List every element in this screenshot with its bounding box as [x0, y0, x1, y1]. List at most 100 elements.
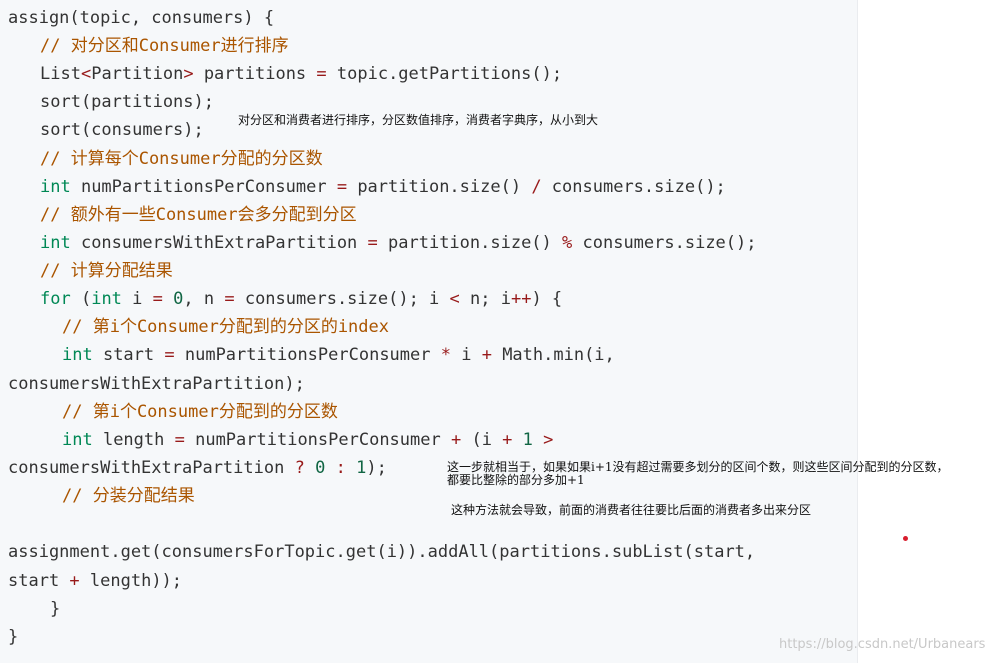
code-line: consumersWithExtraPartition ? 0 : 1); [8, 457, 387, 479]
code-line: // 第i个Consumer分配到的分区数 [62, 401, 338, 423]
code-token: = [174, 430, 185, 450]
code-line: } [50, 598, 60, 620]
code-token: = [152, 289, 163, 309]
code-token: < [80, 64, 92, 84]
code-token: // 计算分配结果 [40, 261, 173, 281]
result-annotation: 这种方法就会导致，前面的消费者往往要比后面的消费者多出来分区 [451, 503, 812, 517]
code-token: > [183, 64, 194, 84]
code-token: ( [70, 289, 92, 309]
code-token: = [336, 177, 348, 197]
code-line: sort(consumers); [40, 119, 204, 141]
code-token: sort(consumers); [40, 120, 204, 140]
code-line: // 第i个Consumer分配到的分区的index [62, 316, 389, 338]
code-token: = [316, 64, 327, 84]
code-line: } [8, 626, 18, 648]
code-token: Partition [91, 64, 184, 84]
code-token: = [367, 233, 378, 253]
code-token: , n [183, 289, 225, 309]
code-token: assignment.get(consumersForTopic.get(i))… [8, 542, 756, 562]
code-token: i [121, 289, 153, 309]
code-token: sort(partitions); [40, 92, 214, 112]
code-token: + [69, 571, 80, 591]
code-line: consumersWithExtraPartition); [8, 373, 305, 395]
code-token: 1 [522, 430, 533, 450]
code-token: // 计算每个Consumer分配的分区数 [40, 149, 323, 169]
code-token: consumersWithExtraPartition [8, 458, 295, 478]
code-token: 0 [315, 458, 326, 478]
code-token: length [92, 430, 175, 450]
code-token: partition.size() [377, 233, 563, 253]
code-token [533, 430, 543, 450]
code-token: n; i [459, 289, 511, 309]
code-token: int [91, 289, 122, 309]
length-annotation-line-2: 都要比整除的部分多加+1 [447, 473, 585, 487]
code-token: numPartitionsPerConsumer [184, 430, 451, 450]
code-token: // 分装分配结果 [62, 486, 195, 506]
code-token: consumersWithExtraPartition [70, 233, 368, 253]
code-line: int length = numPartitionsPerConsumer + … [62, 429, 553, 451]
code-token: // 额外有一些Consumer会多分配到分区 [40, 205, 357, 225]
code-token: topic.getPartitions(); [326, 64, 563, 84]
code-token: start [8, 571, 70, 591]
code-line: int consumersWithExtraPartition = partit… [40, 232, 757, 254]
code-line: // 计算每个Consumer分配的分区数 [40, 148, 323, 170]
code-line: for (int i = 0, n = consumers.size(); i … [40, 288, 562, 310]
code-token: 1 [356, 458, 367, 478]
code-token: ); [366, 458, 387, 478]
code-token: > [543, 430, 554, 450]
code-token: } [8, 627, 19, 647]
code-line: List<Partition> partitions = topic.getPa… [40, 63, 562, 85]
code-line: assignment.get(consumersForTopic.get(i))… [8, 541, 755, 563]
code-token [163, 289, 173, 309]
code-token: for [40, 289, 71, 309]
code-token: ? [294, 458, 305, 478]
code-token: partition.size() [347, 177, 532, 197]
code-block: assign(topic, consumers) { // 对分区和Consume… [8, 0, 858, 663]
code-token: ) { [531, 289, 563, 309]
code-token: consumersWithExtraPartition); [8, 374, 305, 394]
code-token [512, 430, 522, 450]
code-token: partitions [193, 64, 317, 84]
code-token: } [50, 599, 61, 619]
code-token: int [62, 430, 93, 450]
code-line: int numPartitionsPerConsumer = partition… [40, 176, 726, 198]
code-token: numPartitionsPerConsumer [174, 345, 441, 365]
code-token: * [440, 345, 451, 365]
code-token: ++ [510, 289, 532, 309]
code-line: int start = numPartitionsPerConsumer * i… [62, 344, 615, 366]
code-token: int [62, 345, 93, 365]
watermark: https://blog.csdn.net/Urbanears [779, 637, 986, 652]
code-token: < [449, 289, 460, 309]
code-token [346, 458, 356, 478]
code-token: consumers.size(); [572, 233, 757, 253]
code-line: start + length)); [8, 570, 182, 592]
sort-annotation: 对分区和消费者进行排序，分区数值排序，消费者字典序，从小到大 [238, 113, 599, 127]
code-token: : [335, 458, 346, 478]
code-token: // 对分区和Consumer进行排序 [40, 36, 289, 56]
code-token: int [40, 177, 71, 197]
code-line: sort(partitions); [40, 91, 214, 113]
code-token: (i [461, 430, 503, 450]
code-token: = [164, 345, 175, 365]
code-line: assign(topic, consumers) { [8, 7, 274, 29]
code-token: 0 [173, 289, 184, 309]
code-token: + [502, 430, 513, 450]
code-token: int [40, 233, 71, 253]
code-line: // 分装分配结果 [62, 485, 195, 507]
code-token: consumers.size(); i [234, 289, 450, 309]
red-marker-dot [903, 536, 908, 541]
code-token: // 第i个Consumer分配到的分区的index [62, 317, 389, 337]
code-token: List [40, 64, 81, 84]
code-token: = [224, 289, 235, 309]
code-token [305, 458, 315, 478]
code-token: + [450, 430, 462, 450]
code-token: % [562, 233, 573, 253]
code-token: assign(topic, consumers) { [8, 8, 275, 28]
code-token: i [450, 345, 482, 365]
code-token: length)); [79, 571, 183, 591]
code-token: consumers.size(); [541, 177, 726, 197]
code-line: // 计算分配结果 [40, 260, 173, 282]
code-token: // 第i个Consumer分配到的分区数 [62, 402, 338, 422]
code-token: Math.min(i, [491, 345, 615, 365]
code-line: // 额外有一些Consumer会多分配到分区 [40, 204, 357, 226]
